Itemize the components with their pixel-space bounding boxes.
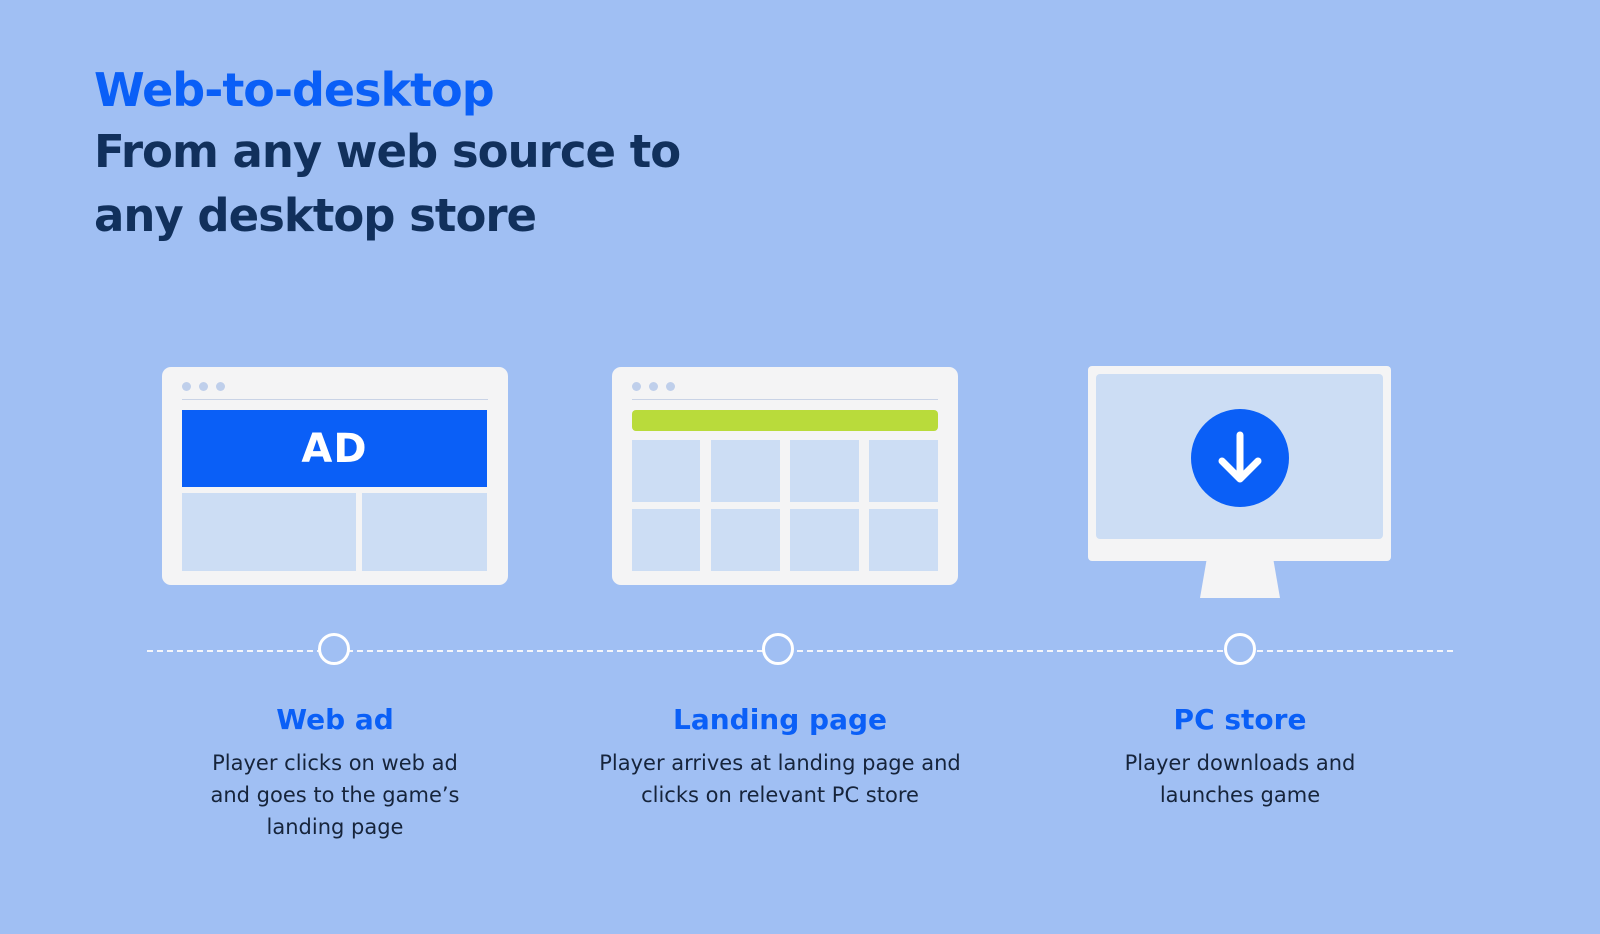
grid-tile <box>790 440 859 502</box>
ad-banner: AD <box>182 410 487 487</box>
browser-dots-icon <box>632 382 675 391</box>
browser-dot <box>199 382 208 391</box>
step-description: Player clicks on web ad and goes to the … <box>210 751 460 839</box>
timeline-node-web-ad <box>318 633 350 665</box>
browser-dot <box>666 382 675 391</box>
download-arrow-icon <box>1191 409 1289 507</box>
monitor-icon <box>1088 366 1391 561</box>
step-description: Player downloads and launches game <box>1124 751 1356 807</box>
landing-page-browser-illustration <box>612 367 958 585</box>
step-title: Landing page <box>672 703 887 736</box>
browser-dot <box>182 382 191 391</box>
landing-header-bar <box>632 410 938 431</box>
step-title: Web ad <box>276 703 394 736</box>
step-landing-page: Landing page Player arrives at landing p… <box>590 700 970 811</box>
browser-dot <box>632 382 641 391</box>
grid-tile <box>711 509 780 571</box>
monitor-stand <box>1200 561 1280 598</box>
monitor-screen <box>1096 374 1383 539</box>
grid-tile <box>632 440 700 502</box>
grid-tile <box>790 509 859 571</box>
step-web-ad: Web ad Player clicks on web ad and goes … <box>145 700 525 843</box>
header: Web-to-desktop From any web source to an… <box>94 62 694 248</box>
headline: From any web source to any desktop store <box>94 125 681 242</box>
browser-dot <box>216 382 225 391</box>
grid-tile <box>632 509 700 571</box>
browser-divider <box>182 399 488 400</box>
step-pc-store: PC store Player downloads and launches g… <box>1050 700 1430 811</box>
grid-tile <box>869 509 938 571</box>
grid-tile <box>869 440 938 502</box>
step-title: PC store <box>1173 703 1307 736</box>
eyebrow-title: Web-to-desktop <box>94 63 495 117</box>
grid-tile <box>711 440 780 502</box>
content-tile <box>362 493 487 571</box>
browser-dots-icon <box>182 382 225 391</box>
step-description: Player arrives at landing page and click… <box>599 751 961 807</box>
web-ad-browser-illustration: AD <box>162 367 508 585</box>
timeline-node-pc-store <box>1224 633 1256 665</box>
timeline-node-landing-page <box>762 633 794 665</box>
browser-divider <box>632 399 938 400</box>
browser-dot <box>649 382 658 391</box>
content-tile <box>182 493 356 571</box>
timeline-line <box>147 650 1453 652</box>
